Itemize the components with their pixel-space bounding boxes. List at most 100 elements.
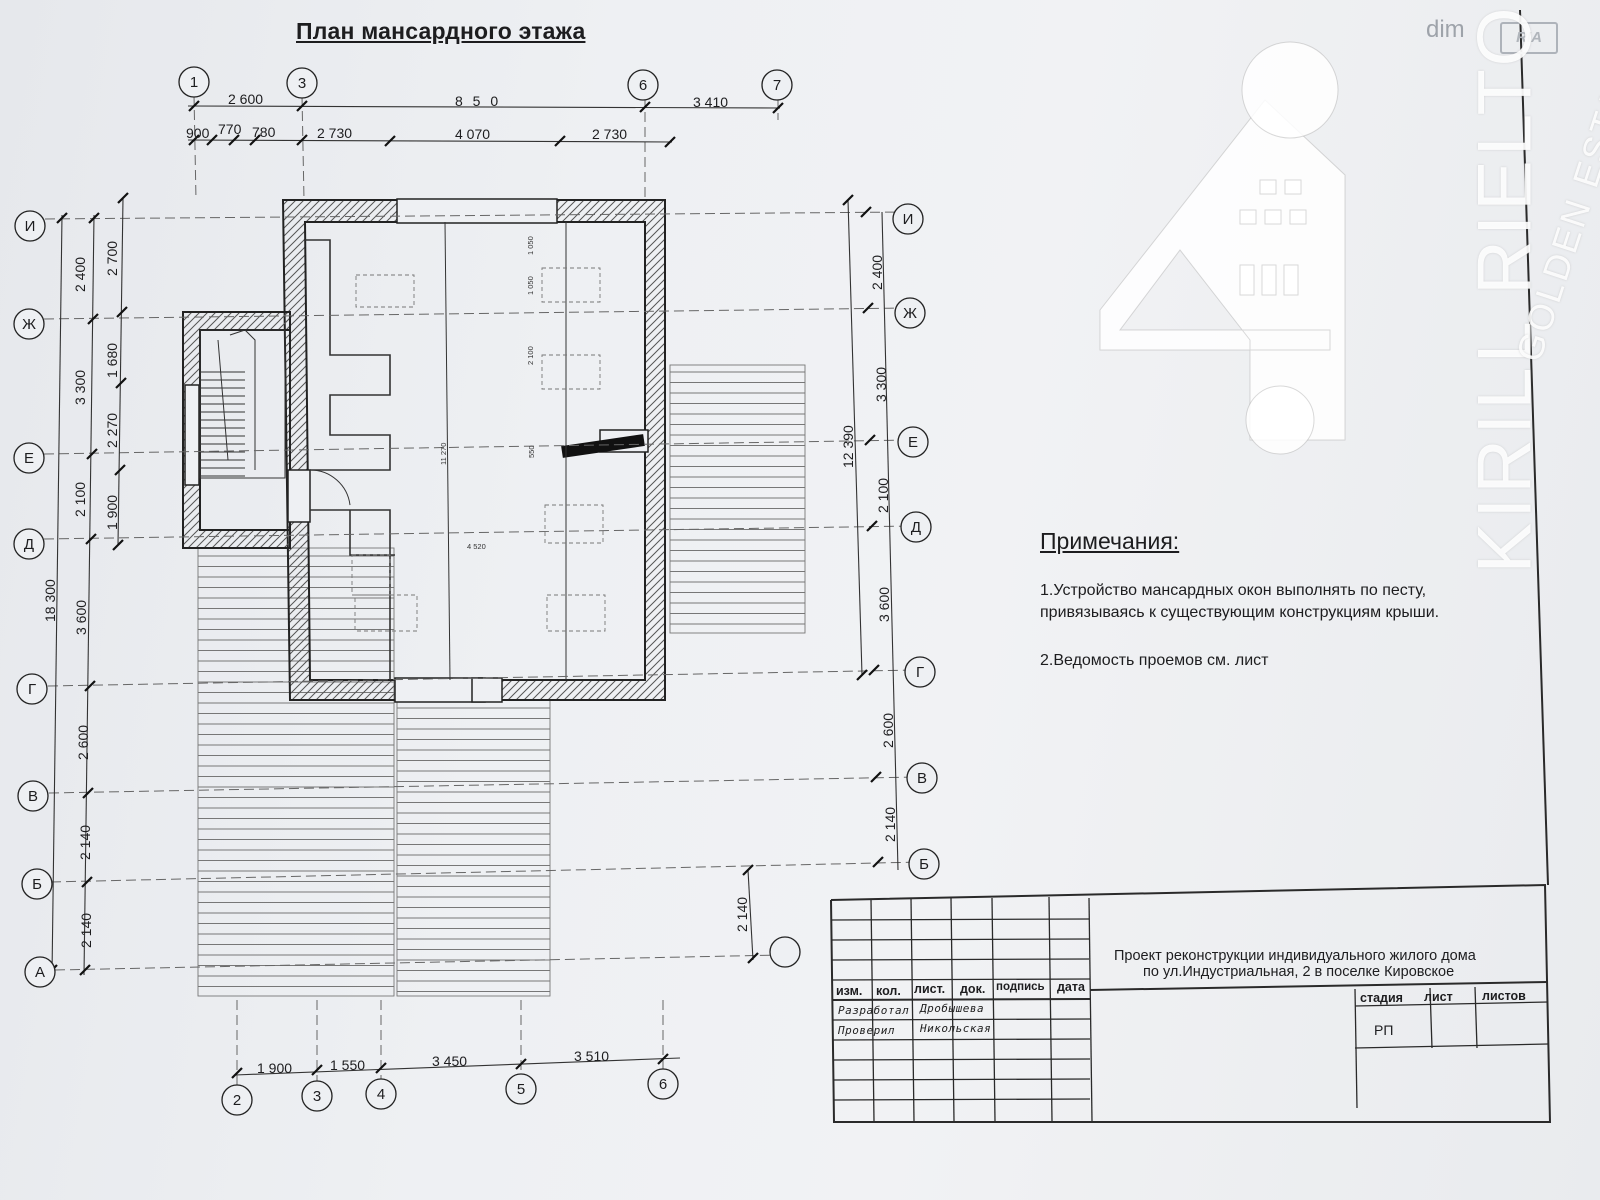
axis-left-e: Е <box>24 450 34 467</box>
axis-left-a: А <box>35 964 45 981</box>
tb-developed-name: Дробышева <box>920 1002 985 1015</box>
axis-top-6: 6 <box>639 77 647 94</box>
dim-lower: 2 140 <box>734 897 750 932</box>
dim-left-3: 2 100 <box>72 482 88 517</box>
note-1-line-1: 1.Устройство мансардных окон выполнять п… <box>1040 582 1427 599</box>
dim-right-1: 2 400 <box>869 255 885 290</box>
tb-col-data: дата <box>1057 980 1085 994</box>
dim-left-1: 2 400 <box>72 257 88 292</box>
dim-bottom-2: 1 550 <box>330 1057 365 1073</box>
axis-right-b: Б <box>919 856 929 873</box>
sheet-frame <box>830 9 1552 1123</box>
dim-watermark: dim <box>1426 16 1465 43</box>
tb-col-izm: изм. <box>836 984 863 998</box>
dim-left-7: 2 140 <box>78 913 94 948</box>
tb-col-podpis: подпись <box>996 981 1045 993</box>
dim-right-3: 2 100 <box>875 478 891 513</box>
plan-label-2: 4 520 <box>467 542 486 551</box>
tb-developed-role: Разработал <box>838 1004 910 1017</box>
dim-top-1: 2 600 <box>228 91 263 107</box>
dim-left-6: 2 140 <box>77 825 93 860</box>
roof-stripes <box>197 364 806 997</box>
axis-right-d: Д <box>911 519 921 536</box>
dimension-lines <box>51 105 899 1076</box>
axis-left-zh: Ж <box>22 316 36 333</box>
axis-bottom-5: 5 <box>517 1081 525 1098</box>
skylight-mark <box>561 434 645 458</box>
project-name-line-2: по ул.Индустриальная, 2 в поселке Кировс… <box>1143 964 1455 980</box>
dim-left-total: 18 300 <box>42 579 58 622</box>
axis-left-b: Б <box>32 876 42 893</box>
dim-bottom-1: 1 900 <box>257 1060 292 1076</box>
axis-bottom-4: 4 <box>377 1086 385 1103</box>
project-name-line-1: Проект реконструкции индивидуального жил… <box>1114 948 1476 964</box>
axis-left-v: В <box>28 788 38 805</box>
dim-left-2: 3 300 <box>72 370 88 405</box>
axis-bottom-3: 3 <box>313 1088 321 1105</box>
dim-left-inner-4: 1 900 <box>104 495 120 530</box>
axis-markers <box>13 66 940 1116</box>
dimension-ticks <box>46 100 884 1079</box>
dim-bottom-3: 3 450 <box>432 1053 467 1069</box>
axis-labels: 1 3 6 7 И Ж Е Д Г В Б А И Ж Е Д Г В Б 2 … <box>22 74 929 1109</box>
dim-top2-2: 770 <box>218 121 242 137</box>
tb-stage-label: стадия <box>1360 991 1403 1005</box>
dim-left-inner-2: 1 680 <box>104 343 120 378</box>
title-block-grid <box>831 896 1549 1122</box>
dim-top2-6: 2 730 <box>592 126 627 142</box>
notes-title: Примечания: <box>1040 528 1180 554</box>
axis-top-7: 7 <box>773 77 781 94</box>
plan-label-1: 11 270 <box>439 443 448 465</box>
axis-left-d: Д <box>24 536 34 553</box>
staircase <box>199 329 286 479</box>
ria-watermark: RIA <box>1500 22 1558 54</box>
dim-right-total: 12 390 <box>840 425 856 468</box>
dim-right-6: 2 140 <box>882 807 898 842</box>
dim-left-4: 3 600 <box>73 600 89 635</box>
furniture <box>351 267 606 632</box>
dim-top2-4: 2 730 <box>317 125 352 141</box>
axis-top-1: 1 <box>190 74 198 91</box>
dim-top2-1: 900 <box>186 125 210 141</box>
dim-top2-3: 780 <box>252 124 276 140</box>
dim-right-2: 3 300 <box>873 367 889 402</box>
axis-grid <box>43 94 921 1090</box>
dim-top-2: 8 5 0 <box>455 93 501 109</box>
axis-top-3: 3 <box>298 75 306 92</box>
tb-col-dok: док. <box>960 982 986 996</box>
plan-label-5: 2 100 <box>526 346 535 365</box>
axis-right-v: В <box>917 770 927 787</box>
axis-right-i: И <box>903 211 914 228</box>
plan-label-6: 550 <box>527 445 536 458</box>
tb-stage-value: РП <box>1374 1022 1394 1038</box>
tb-col-list: лист. <box>914 982 946 996</box>
dim-right-4: 3 600 <box>876 587 892 622</box>
dim-right-5: 2 600 <box>880 713 896 748</box>
tb-checked-name: Никольская <box>920 1022 992 1035</box>
plan-label-3: 1 050 <box>526 236 535 255</box>
dim-bottom-4: 3 510 <box>574 1048 609 1064</box>
tb-sheets-label: листов <box>1482 989 1526 1003</box>
axis-right-e: Е <box>908 434 918 451</box>
axis-right-g: Г <box>916 664 924 681</box>
note-1-line-2: привязываясь к существующим конструкциям… <box>1040 604 1440 621</box>
axis-left-i: И <box>25 218 36 235</box>
axis-left-g: Г <box>28 681 36 698</box>
axis-bottom-6: 6 <box>659 1076 667 1093</box>
dim-left-inner-1: 2 700 <box>104 241 120 276</box>
tb-col-kol: кол. <box>876 984 901 998</box>
dim-left-inner-3: 2 270 <box>104 413 120 448</box>
tb-checked-role: Проверил <box>838 1024 895 1037</box>
dim-top-3: 3 410 <box>693 94 728 110</box>
dimension-labels: 2 600 8 5 0 3 410 900 770 780 2 730 4 07… <box>42 91 898 1076</box>
dim-top2-5: 4 070 <box>455 126 490 142</box>
axis-bottom-2: 2 <box>233 1092 241 1109</box>
tb-sheet-label: лист <box>1424 990 1453 1004</box>
drawing-title: План мансардного этажа <box>296 18 586 44</box>
wall-openings <box>184 198 649 703</box>
note-2: 2.Ведомость проемов см. лист <box>1040 652 1269 669</box>
interior-partitions <box>305 221 567 681</box>
axis-right-zh: Ж <box>903 305 917 322</box>
